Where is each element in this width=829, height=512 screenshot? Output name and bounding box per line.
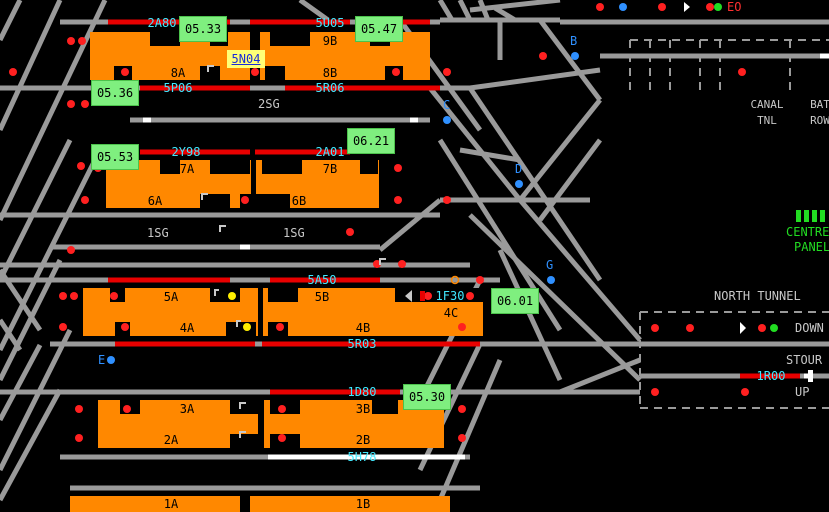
location-marker-g[interactable]: G [546,258,554,272]
area-label-stour: STOUR [786,353,823,367]
platform-label: 2B [355,433,371,447]
platform-label: 3A [179,402,195,416]
timetable-label[interactable]: 05.53 [91,144,139,170]
berth-label[interactable]: 1D80 [347,385,377,399]
platform-label: 1B [355,497,371,511]
location-marker-d[interactable]: D [515,162,523,176]
signals [9,3,766,442]
area-label-row: ROW [810,114,829,127]
berth-label[interactable]: 5P06 [163,81,193,95]
area-label-panel[interactable]: PANEL [794,240,829,254]
berth-label[interactable]: 2A80 [147,16,177,30]
platform-label: 4B [355,321,371,335]
timetable-label[interactable]: 05.30 [403,384,451,410]
berth-label[interactable]: 1R00 [756,369,786,383]
area-label-bat: BAT [810,98,829,111]
platform-label: 2A [163,433,179,447]
area-label-tnl: TNL [757,114,777,127]
platform-label: 9A [155,34,171,48]
berth-label[interactable]: 5A50 [307,273,337,287]
platform-label: 7A [179,162,195,176]
siding-label: 2SG [258,97,280,111]
berth-label[interactable]: 1F30 [435,289,465,303]
platform-label: 5A [163,290,179,304]
siding-label: 1SG [147,226,169,240]
platform-label: 6A [147,194,163,208]
location-marker-e[interactable]: E [98,353,106,367]
platform-label: 3B [355,402,371,416]
timetable-label[interactable]: 05.36 [91,80,139,106]
berth-label[interactable]: 5U05 [315,16,345,30]
platform-label: 7B [322,162,338,176]
timetable-label[interactable]: 06.01 [491,288,539,314]
platform-label: 8B [322,66,338,80]
area-label-up: UP [795,385,810,399]
location-marker-b[interactable]: B [570,34,578,48]
berth-label[interactable]: 2Y98 [171,145,201,159]
platform-label: 4A [179,321,195,335]
timetable-label[interactable]: 05.33 [179,16,227,42]
area-label-eo: EO [727,0,742,14]
timetable-label[interactable]: 06.21 [347,128,395,154]
berth-label[interactable]: 5R03 [347,337,377,351]
area-label-north-tunnel: NORTH TUNNEL [714,289,801,303]
platform-label: 8A [170,66,186,80]
area-label-canal: CANAL [750,98,784,111]
area-label-down: DOWN [795,321,824,335]
platform-label: 4C [443,306,459,320]
berth-label[interactable]: 5R06 [315,81,345,95]
platform-label: 5B [314,290,330,304]
train-link[interactable]: 5N04 [227,50,265,68]
berth-label[interactable]: 2A01 [315,145,345,159]
platform-label: 1A [163,497,179,511]
area-label-centre[interactable]: CENTRE [786,225,829,239]
platform-label: 9B [322,34,338,48]
location-marker-c[interactable]: C [443,98,451,112]
siding-label: 1SG [283,226,305,240]
occupied-sections [108,19,800,395]
timetable-label[interactable]: 05.47 [355,16,403,42]
berth-label[interactable]: 5H78 [347,450,377,464]
platform-label: 6B [291,194,307,208]
